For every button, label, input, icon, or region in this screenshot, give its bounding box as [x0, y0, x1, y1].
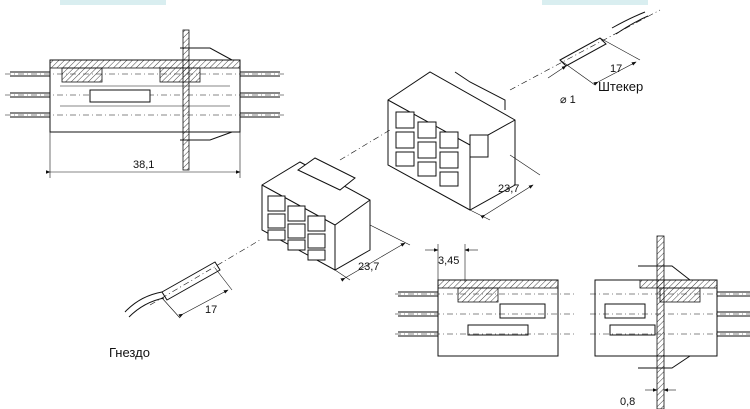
dim-pin-length-socket: 17: [205, 304, 217, 316]
socket-housing: 23,7: [261, 129, 411, 282]
dim-length-overall: 38,1: [133, 159, 154, 171]
top-tab-left: [60, 0, 166, 5]
socket-pin-contact: 17 Гнездо: [109, 239, 261, 360]
dim-offset: 3,45: [438, 255, 459, 267]
separated-section-view: 3,45 0,8: [395, 235, 750, 409]
assembled-section-view: 38,1: [5, 29, 285, 178]
plug-pin-contact: 17 ⌀ 1 Штекер: [509, 9, 661, 106]
plug-cavity-grid: [395, 111, 459, 187]
plug-housing: 23,7: [387, 71, 541, 221]
dim-pin-diameter: ⌀ 1: [560, 94, 576, 106]
top-tab-right: [542, 0, 648, 5]
label-plug: Штекер: [598, 79, 643, 94]
dim-panel-thickness: 0,8: [620, 396, 635, 408]
dim-housing-width-plug: 23,7: [498, 183, 519, 195]
dim-pin-length-plug: 17: [610, 63, 622, 75]
socket-cavity-grid: [267, 195, 326, 261]
label-socket: Гнездо: [109, 345, 150, 360]
dim-housing-width-socket: 23,7: [358, 261, 379, 273]
